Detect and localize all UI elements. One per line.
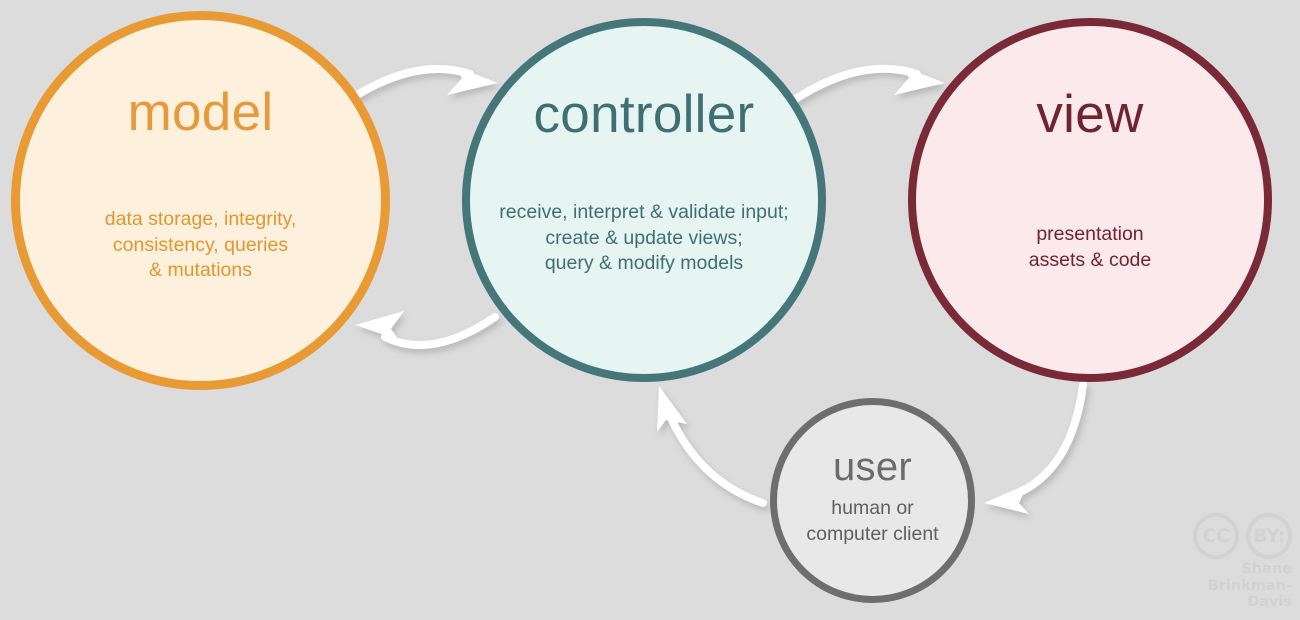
node-view[interactable]: view presentation assets & code xyxy=(908,18,1272,382)
node-user-title: user xyxy=(832,445,912,489)
node-user-description: human or computer client xyxy=(806,496,938,547)
node-model-description: data storage, integrity, consistency, qu… xyxy=(105,207,297,284)
node-controller-desc-line-2: create & update views; xyxy=(545,226,743,249)
arrow-user-to-controller xyxy=(657,386,767,507)
node-user[interactable]: user human or computer client xyxy=(770,398,975,603)
node-controller-title: controller xyxy=(533,85,755,144)
node-controller-desc-line-1: receive, interpret & validate input; xyxy=(499,201,789,223)
node-view-description: presentation assets & code xyxy=(1029,222,1151,273)
attribution-block: CC BY: Shane Brinkman-Davis xyxy=(1164,513,1292,610)
node-model-desc-line-3: & mutations xyxy=(149,259,252,282)
node-model-desc-line-2: consistency, queries xyxy=(112,233,289,256)
attribution-author-last: Brinkman-Davis xyxy=(1207,577,1292,610)
node-view-desc-line-1: presentation xyxy=(1036,223,1144,245)
node-controller-description: receive, interpret & validate input; cre… xyxy=(499,200,788,277)
node-controller-desc-line-3: query & modify models xyxy=(544,252,744,275)
node-model-title: model xyxy=(127,83,274,142)
node-user-desc-line-1: human or xyxy=(831,497,914,519)
attribution-author-first: Shane xyxy=(1241,561,1292,578)
creative-commons-badges: CC BY: xyxy=(1193,513,1292,560)
cc-by-icon: BY: xyxy=(1246,513,1292,560)
node-controller[interactable]: controller receive, interpret & validate… xyxy=(462,18,826,382)
node-user-desc-line-2: computer client xyxy=(806,522,939,545)
arrow-view-to-user xyxy=(984,381,1087,514)
node-view-title: view xyxy=(1036,85,1144,144)
arrow-controller-to-model xyxy=(355,311,499,349)
node-model[interactable]: model data storage, integrity, consisten… xyxy=(11,11,390,390)
attribution-author: Shane Brinkman-Davis xyxy=(1164,561,1292,610)
cc-icon: CC xyxy=(1193,513,1239,560)
arrow-controller-to-view xyxy=(790,64,945,104)
node-model-desc-line-1: data storage, integrity, xyxy=(104,208,297,230)
arrow-model-to-controller xyxy=(342,65,498,106)
node-view-desc-line-2: assets & code xyxy=(1028,248,1152,271)
